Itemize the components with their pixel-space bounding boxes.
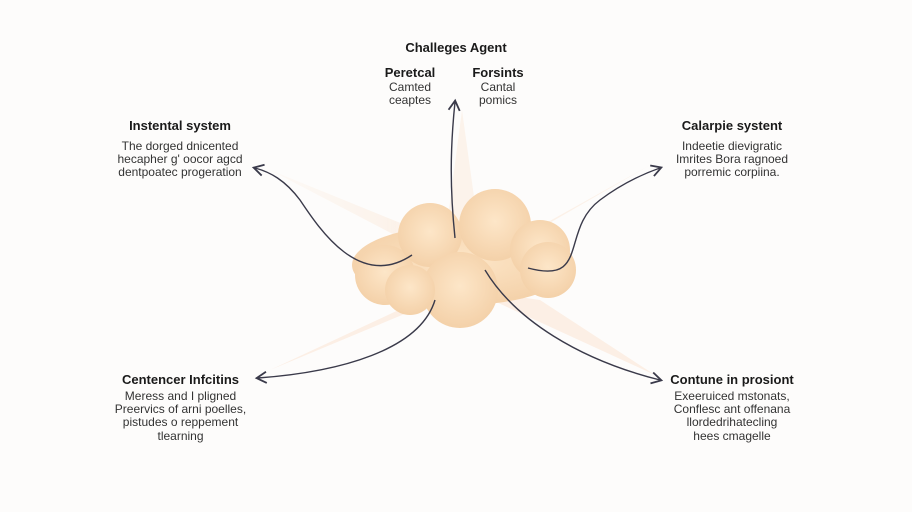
node-bottom-right-line: Conflesc ant offenana [673,401,791,416]
node-top-left-line: ceaptes [388,92,432,107]
node-right-title: Calarpie systent [681,118,783,133]
arrows [251,98,664,385]
node-bottom-right-line: hees cmagelle [693,428,771,443]
central-cloud [352,189,576,328]
node-left: Instental system The dorged dnicented he… [100,118,260,180]
arrow-upper-right [527,164,664,272]
node-top-right: Forsints Cantal pomics [458,65,538,107]
node-right-line: porremic corpiina. [684,165,780,180]
node-left-line: dentpoatec progeration [118,165,242,180]
node-top-left-line: Camted [388,79,432,94]
diagram-title: Challeges Agent [405,40,507,55]
node-top-left: Peretcal Camted ceaptes [370,65,450,107]
arrow-upper-left [251,163,413,267]
arrow-lower-right [484,269,664,385]
node-top-left-title: Peretcal [384,65,436,80]
node-bottom-right-line: llordedrihatecling [686,415,778,430]
node-left-title: Instental system [129,118,231,133]
node-bottom-right-line: Exeeruiced mstonats, [674,388,790,403]
node-bottom-left: Centencer Infcitins Meress and I pligned… [98,372,263,443]
arrow-lower-left [254,299,436,384]
node-right-line: Indeetie dievigratic [681,138,783,153]
node-top-right-line: Cantal [480,79,516,94]
node-top-right-line: pomics [478,92,517,107]
node-bottom-left-title: Centencer Infcitins [121,372,240,387]
node-right: Calarpie systent Indeetie dievigratic Im… [652,118,812,180]
node-bottom-left-line: Meress and I pligned [124,388,237,403]
node-bottom-left-line: Preervics of arni poelles, [114,401,247,416]
node-top-right-title: Forsints [472,65,524,80]
node-bottom-left-line: tlearning [157,428,204,443]
node-left-line: hecapher g' oocor agcd [117,151,243,166]
node-bottom-right-title: Contune in prosiont [670,372,794,387]
node-bottom-left-line: pistudes o reppement [122,415,239,430]
node-right-line: Imrites Bora ragnoed [675,151,789,166]
node-bottom-right: Contune in prosiont Exeeruiced mstonats,… [652,372,812,443]
arrow-top [447,98,461,239]
node-left-line: The dorged dnicented [121,138,239,153]
ray-lower-right [470,290,655,375]
